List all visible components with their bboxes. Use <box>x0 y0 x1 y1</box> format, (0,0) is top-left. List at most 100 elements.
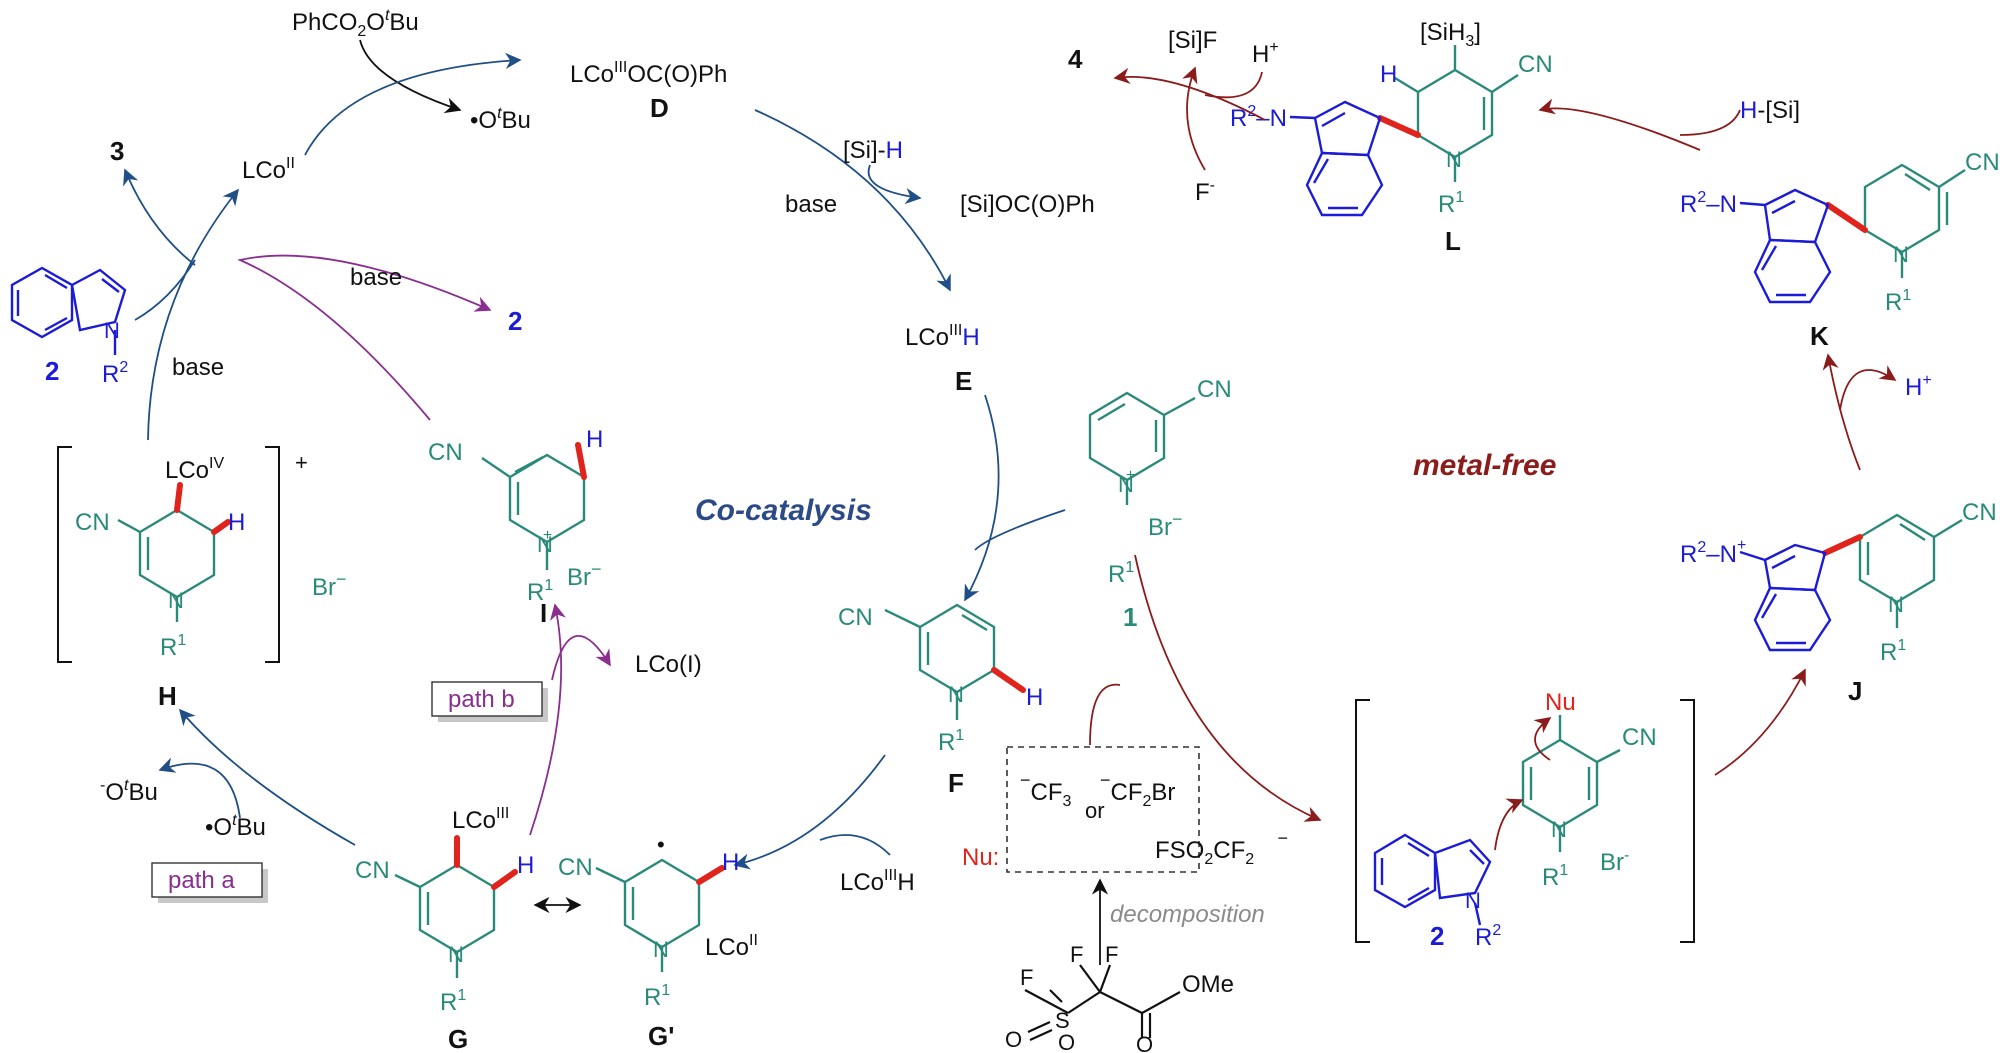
arrow-h-in <box>1204 71 1263 99</box>
pyridinium-nu-intermediate-structure <box>1521 715 1621 852</box>
ester-F-top2: F <box>1105 942 1118 967</box>
I-br: Br− <box>567 559 602 591</box>
F-r1: R1 <box>938 727 964 756</box>
arrow-lco2-to-D <box>304 52 522 156</box>
compound-2-purple-label: 2 <box>508 306 522 336</box>
arrow-1-to-F <box>974 509 1066 551</box>
si-ester-label: [Si]OC(O)Ph <box>960 191 1095 218</box>
fluorosulfonyl-ester-structure <box>1024 964 1181 1042</box>
si-h-reagent: [Si]-H <box>843 137 903 164</box>
arrow-L-to-4 <box>1113 67 1266 121</box>
nucleophile-box <box>1006 746 1200 873</box>
F-n: N <box>948 682 964 707</box>
L-h: H <box>1380 61 1397 88</box>
H-r1: R1 <box>160 632 186 661</box>
arrow-f-in <box>1182 66 1206 171</box>
pyridinium-1-n: N+ <box>1118 467 1135 497</box>
L-cn: CN <box>1518 51 1553 78</box>
L-r1: R1 <box>1438 189 1464 218</box>
otbu-radical-lower: •OtBu <box>205 812 266 841</box>
J-n: N <box>1888 592 1904 617</box>
G-r1: R1 <box>440 987 466 1016</box>
compound-G-label: G <box>448 1024 468 1053</box>
path-b-box <box>431 681 543 717</box>
compound-4-label: 4 <box>1068 44 1083 74</box>
G-prime-radical-dot: • <box>657 832 665 857</box>
bracket-H <box>57 446 280 663</box>
compound-D-label: D <box>650 93 669 123</box>
intermediate-nu: Nu <box>1545 689 1576 716</box>
indole-2-bracket-structure <box>1373 833 1492 926</box>
indole-2-bracket-n: N <box>1465 888 1481 913</box>
ester-F-left: F <box>1020 965 1033 990</box>
indole-2-left-structure <box>10 266 127 355</box>
metal-free-title: metal-free <box>1413 449 1556 482</box>
path-a-label: path a <box>168 867 235 894</box>
curly-arrow-ring <box>1494 798 1524 851</box>
L-n: N <box>1446 147 1462 172</box>
arrow-I-to-2-purple <box>237 254 492 421</box>
arrow-J-to-K <box>1822 353 1861 471</box>
cobalt-adduct-G-structure <box>394 835 518 978</box>
h-plus-right: H+ <box>1905 372 1932 401</box>
arrow-bracket-to-J <box>1714 668 1806 776</box>
arrow-H-to-lco2 <box>147 188 240 441</box>
K-r1: R1 <box>1885 287 1911 316</box>
cf2br-anion: −CF2Br <box>1100 770 1175 810</box>
arrow-nu-in <box>1089 683 1121 746</box>
K-n: N <box>1893 242 1909 267</box>
or-label: or <box>1085 798 1105 823</box>
compound-J-label: J <box>1848 676 1862 706</box>
lco1-label: LCo(I) <box>635 651 702 678</box>
arrow-h-plus-out <box>1839 365 1897 411</box>
otbu-anion-lower: -OtBu <box>100 777 158 806</box>
arrow-K-to-L <box>1538 98 1701 151</box>
lco2-top-label: LCoII <box>242 155 295 184</box>
base-H-left: base <box>172 354 224 381</box>
intermediate-n: N <box>1551 817 1567 842</box>
cobalt-IV-H-structure <box>117 482 231 622</box>
compound-I-label: I <box>540 598 547 628</box>
tert-butoxy-radical-top: •OtBu <box>470 105 531 134</box>
indole-2-left-n: N <box>104 318 120 343</box>
compound-F-label: F <box>948 768 964 798</box>
dihydropyridine-K-structure <box>1739 163 1966 304</box>
perester-label: PhCO2OtBu <box>292 7 419 40</box>
J-cn: CN <box>1962 499 1997 526</box>
G-prime-lco2: LCoII <box>705 932 758 961</box>
arrow-to-3 <box>123 168 196 266</box>
pyridinium-1-cn: CN <box>1197 376 1232 403</box>
F-cn: CN <box>838 604 873 631</box>
D-formula: LCoIIIOC(O)Ph <box>570 59 727 88</box>
ester-S: S <box>1055 1008 1070 1033</box>
lco3h-lower: LCoIIIH <box>840 867 915 896</box>
G-prime-r1: R1 <box>644 982 670 1011</box>
h-plus-top: H+ <box>1252 39 1279 68</box>
arrow-si-h-in <box>867 164 922 205</box>
compound-L-label: L <box>1445 226 1461 256</box>
compound-G-prime-label: G' <box>648 1021 674 1051</box>
arrow-indole-into-cycle <box>134 259 196 321</box>
f-minus-label: F- <box>1195 177 1215 206</box>
arrow-lco3h-in <box>819 834 891 856</box>
compound-H-label: H <box>158 681 177 711</box>
nu-colon-label: Nu: <box>962 844 999 871</box>
H-br: Br− <box>312 569 347 601</box>
indole-2-left-r2: R2 <box>102 359 128 388</box>
indolium-J-structure <box>1739 513 1963 652</box>
fso2cf2-anion: −FSO2CF2 <box>1155 828 1288 868</box>
compound-E-label: E <box>955 366 972 396</box>
ester-O-bottom-left: O <box>1058 1030 1075 1053</box>
intermediate-r1: R1 <box>1542 862 1568 891</box>
H-lco4: LCoIV <box>165 455 224 484</box>
intermediate-br: Br- <box>1600 847 1629 876</box>
radical-G-prime-structure <box>595 858 725 972</box>
ester-F-top1: F <box>1070 942 1083 967</box>
co-catalysis-title: Co-catalysis <box>695 494 872 527</box>
J-r1: R1 <box>1880 637 1906 666</box>
ester-O-left: O <box>1005 1027 1022 1052</box>
G-cn: CN <box>355 857 390 884</box>
I-h: H <box>586 426 603 453</box>
H-n: N <box>168 588 184 613</box>
J-r2: R2–N+ <box>1680 537 1746 568</box>
